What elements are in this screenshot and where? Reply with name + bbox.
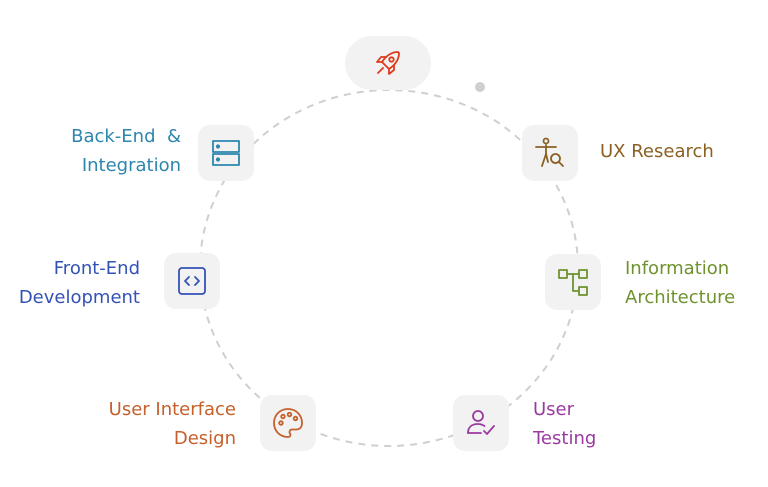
sitemap-icon — [558, 269, 588, 296]
info-architecture-label: Information Architecture — [625, 254, 735, 312]
ui-design-label: User Interface Design — [109, 395, 236, 453]
code-icon — [178, 267, 206, 295]
ux-research-node — [522, 125, 578, 181]
ui-design-node — [260, 395, 316, 451]
front-end-text-1: Front-End — [53, 258, 140, 279]
user-check-icon — [467, 410, 495, 435]
back-end-label: Back-End & Integration — [71, 122, 181, 180]
user-testing-node — [453, 395, 509, 451]
front-end-node — [164, 253, 220, 309]
user-testing-text-1: User — [533, 399, 575, 420]
ux-research-label: UX Research — [600, 137, 714, 166]
ui-design-text-2: Design — [173, 428, 236, 449]
front-end-label: Front-End Development — [19, 254, 140, 312]
back-end-text-1: Back-End & — [71, 126, 181, 147]
palette-icon — [273, 408, 303, 438]
ring-start-dot — [475, 82, 485, 92]
server-icon — [212, 140, 240, 166]
front-end-text-2: Development — [18, 287, 140, 308]
ux-research-text: UX Research — [600, 141, 714, 162]
rocket-icon — [376, 51, 400, 75]
ui-design-text-1: User Interface — [108, 399, 236, 420]
back-end-node — [198, 125, 254, 181]
info-architecture-node — [545, 254, 601, 310]
back-end-text-2: Integration — [81, 155, 181, 176]
user-testing-label: User Testing — [533, 395, 596, 453]
info-architecture-text-2: Architecture — [625, 287, 736, 308]
info-architecture-text-1: Information — [625, 258, 730, 279]
person-search-icon — [535, 137, 564, 167]
launch-node — [345, 36, 431, 90]
user-testing-text-2: Testing — [533, 428, 597, 449]
